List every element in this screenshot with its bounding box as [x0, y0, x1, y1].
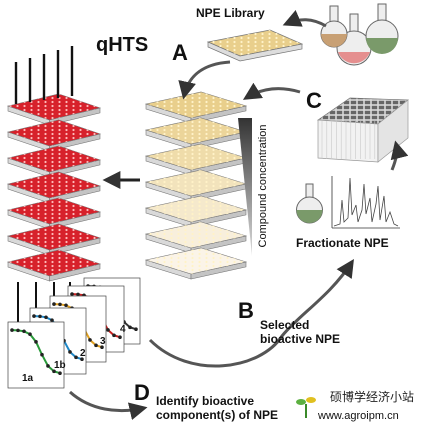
titration-plate [144, 91, 248, 124]
curve-label-1a: 1a [22, 373, 34, 384]
curve-point [74, 355, 78, 360]
qhts-plate [6, 171, 102, 204]
curve-point [88, 338, 92, 342]
curve-point [112, 333, 116, 338]
titration-plate [144, 195, 248, 228]
titration-plate [144, 221, 248, 254]
fraction-flask-icon [296, 183, 323, 224]
arrow-selected-to-fractionate [148, 258, 354, 368]
titration-plate-stack [144, 91, 248, 280]
curve-point [106, 328, 110, 332]
curve-point [58, 371, 62, 376]
curve-point [128, 325, 132, 330]
concentration-gradient-wedge [238, 118, 252, 256]
curve-point [64, 303, 68, 308]
flask-tan-icon [320, 5, 348, 48]
curve-point [68, 350, 72, 354]
curve-point [80, 357, 84, 362]
arrow-library-to-plates [178, 60, 231, 100]
qhts-plate [6, 93, 102, 126]
curve-point [58, 302, 62, 307]
curve-point [76, 292, 80, 297]
titration-plate [144, 143, 248, 176]
qhts-plate-stack [6, 93, 102, 282]
curve-point [38, 314, 42, 319]
watermark-text: 硕博学经济小站 [330, 390, 415, 404]
selected-bioactive-line2: bioactive NPE [260, 332, 341, 346]
curve-point [44, 315, 48, 320]
titration-plate [144, 247, 248, 280]
fractionation-block [316, 97, 409, 163]
sprout-logo-icon [296, 392, 316, 418]
qhts-label: qHTS [96, 34, 149, 56]
flask-green-icon [365, 3, 399, 54]
curve-point [118, 335, 122, 340]
titration-plate [144, 117, 248, 150]
curve-point [40, 352, 44, 357]
step-d-label: D [134, 380, 150, 405]
curve-label-3: 3 [100, 336, 106, 347]
curve-point [94, 343, 98, 348]
curve-point [32, 314, 36, 318]
curve-point [100, 345, 104, 350]
fractionate-npe-label: Fractionate NPE [296, 236, 389, 250]
curve-label-1b: 1b [54, 360, 66, 371]
chromatogram-plot [331, 176, 400, 229]
curve-point [10, 328, 14, 332]
curve-point [50, 318, 54, 322]
step-c-label: C [306, 88, 322, 113]
arrow-flasks-to-library [282, 10, 327, 28]
curve-card [7, 321, 65, 389]
qhts-plate [6, 197, 102, 230]
curve-point [34, 340, 38, 344]
curve-point [46, 364, 50, 368]
curve-point [52, 302, 56, 306]
qhts-plate [6, 119, 102, 152]
arrow-curves-to-identify [68, 390, 148, 421]
curve-label-4: 4 [120, 324, 126, 335]
selected-bioactive-line1: Selected [260, 318, 310, 332]
npe-library-label: NPE Library [196, 6, 265, 20]
curve-label-2: 2 [80, 348, 86, 359]
arrow-chromatogram-to-block [390, 140, 409, 171]
curve-point [134, 327, 138, 332]
identify-line2: component(s) of NPE [156, 408, 278, 422]
qhts-plate [6, 145, 102, 178]
compound-concentration-label: Compound concentration [257, 124, 269, 248]
step-b-label: B [238, 298, 254, 323]
curve-point [22, 329, 26, 334]
step-a-label: A [172, 40, 188, 65]
npe-library-plate [206, 29, 304, 62]
watermark-url: www.agroipm.cn [318, 410, 399, 422]
qhts-plate [6, 249, 102, 282]
curve-point [52, 369, 56, 374]
curve-point [16, 328, 20, 333]
qhts-plate [6, 223, 102, 256]
dose-response-curves [7, 277, 141, 389]
titration-plate [144, 169, 248, 202]
curve-point [28, 332, 32, 336]
curve-point [70, 292, 74, 296]
identify-line1: Identify bioactive [156, 394, 255, 408]
arrow-fraction-to-plates [242, 82, 301, 100]
